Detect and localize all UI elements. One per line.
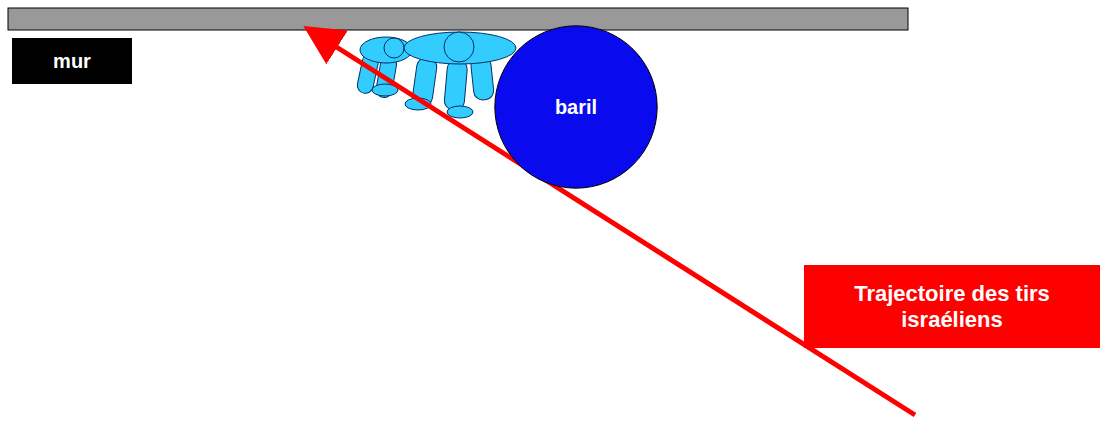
- wall-label-box: mur: [12, 38, 132, 84]
- node-label: mur: [53, 50, 91, 73]
- trajectory-label-box: Trajectoire des tirs israéliens: [804, 265, 1100, 348]
- barrel-circle: baril: [494, 25, 658, 189]
- wall-bar: [8, 8, 908, 30]
- node-label: baril: [555, 96, 597, 119]
- node-label: Trajectoire des tirs israéliens: [812, 281, 1092, 332]
